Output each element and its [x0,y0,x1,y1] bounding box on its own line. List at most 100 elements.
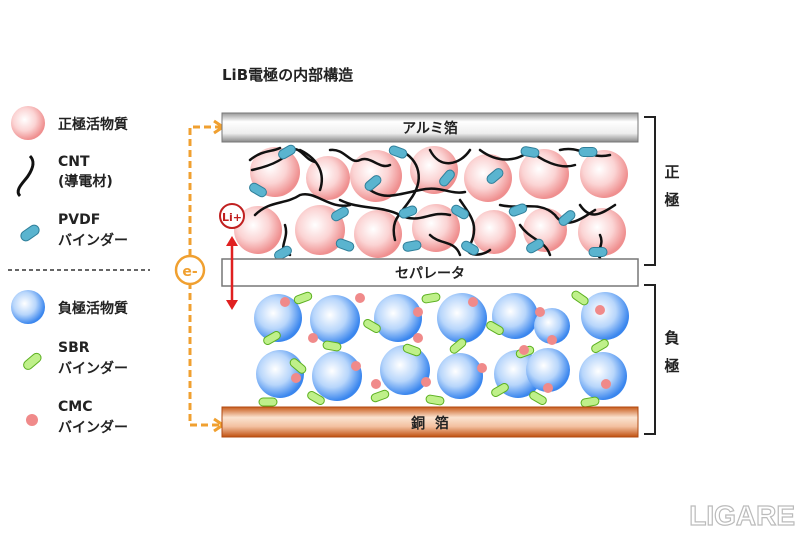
cmc-binder [421,377,431,387]
sbr-binder [449,338,467,354]
aluminum-foil [221,112,639,143]
sbr-binder [289,358,307,374]
cnt-fiber [253,192,352,217]
legend-label: SBR [58,340,90,356]
legend-label: CNT [58,154,90,170]
sbr-binder [486,321,504,335]
cathode-particle [234,206,282,254]
pvdf-binder [364,175,382,191]
anode-particle [579,352,627,400]
negative-label: 負 [664,329,679,347]
positive-label: 正 [664,163,679,181]
pvdf-binder [486,168,504,184]
cnt-fiber [428,148,472,165]
sbr-binder [591,339,609,353]
anode-particle-icon [11,290,45,324]
pvdf-binder [274,245,292,261]
pvdf-binder [278,144,296,160]
pvdf-binder [439,169,455,187]
sbr-binder [580,396,600,408]
sbr-binder [293,291,313,305]
cmc-binder-icon [26,414,38,426]
sbr-binder [529,391,547,405]
sbr-binder [307,391,325,405]
separator-label: セパレータ [395,266,465,282]
positive-bracket [644,116,656,266]
sbr-binder-icon [23,352,42,370]
sbr-binder [402,343,422,357]
li-ion-label: Li+ [222,211,242,224]
anode-particle [310,295,360,345]
electron-badge [174,254,206,286]
cmc-binder [468,297,478,307]
diagram-title: LiB電極の内部構造 [222,66,353,84]
watermark: LIGARE [689,500,795,531]
particles [234,144,629,408]
sbr-binder [421,292,441,304]
legend: 正極活物質 CNT (導電材) PVDF バインダー 負極活物質 SBR バイン… [8,106,150,436]
positive-label: 極 [663,191,679,209]
cmc-binder [601,379,611,389]
cmc-binder [413,307,423,317]
sbr-binder [491,383,509,397]
pvdf-binder [331,206,349,222]
sbr-binder [258,397,278,407]
cnt-fiber [428,233,462,257]
pvdf-binder-icon [20,224,40,242]
legend-label: 負極活物質 [58,300,128,317]
pvdf-binder [335,238,355,252]
copper-foil-label: 銅 箔 [411,415,449,432]
cmc-binder [351,361,361,371]
anode-particle [380,345,430,395]
cnt-fiber [392,148,420,242]
cmc-binder [280,297,290,307]
sbr-binder [425,394,445,406]
anode-particle [254,294,302,342]
pvdf-binder [402,240,422,252]
pvdf-binder [526,238,544,254]
legend-label: バインダー [58,232,128,249]
legend-label: 正極活物質 [58,116,128,133]
cathode-particle [580,150,628,198]
sbr-binder [322,340,342,352]
cmc-binder [543,383,553,393]
pvdf-binder [398,205,418,219]
cmc-binder [413,333,423,343]
cmc-binder [355,293,365,303]
copper-foil [221,406,639,438]
sbr-binder [363,319,381,333]
cathode-particle-icon [11,106,45,140]
li-ion-indicator: Li+ [219,203,245,310]
cathode-particle [578,208,626,256]
legend-label: バインダー [58,419,128,436]
cmc-binder [477,363,487,373]
anode-particle [581,292,629,340]
anode-particle [312,351,362,401]
anode-particle [437,293,487,343]
cnt-fiber [248,146,282,162]
electron-path: e- [174,119,226,433]
cathode-particle [306,156,350,200]
cnt-fiber [328,148,392,168]
cnt-fiber [298,148,324,192]
electron-label: e- [182,264,197,280]
cnt-icon [16,154,35,198]
sbr-binder [263,331,281,345]
pvdf-binder [578,147,598,157]
anode-particle [492,293,538,339]
cathode-particle [472,210,516,254]
pvdf-binder [588,247,608,257]
pvdf-binder [249,182,267,198]
pvdf-binder [520,146,540,158]
aluminum-foil-label: アルミ箔 [402,120,458,137]
cathode-particle [354,210,402,258]
cmc-binder [595,305,605,315]
anode-particle [374,294,422,342]
legend-label: PVDF [58,212,100,228]
negative-bracket [644,284,656,435]
cmc-binder [535,307,545,317]
pvdf-binder [558,210,576,226]
cmc-binder [547,335,557,345]
pvdf-binder [508,203,528,217]
cmc-binder [308,333,318,343]
